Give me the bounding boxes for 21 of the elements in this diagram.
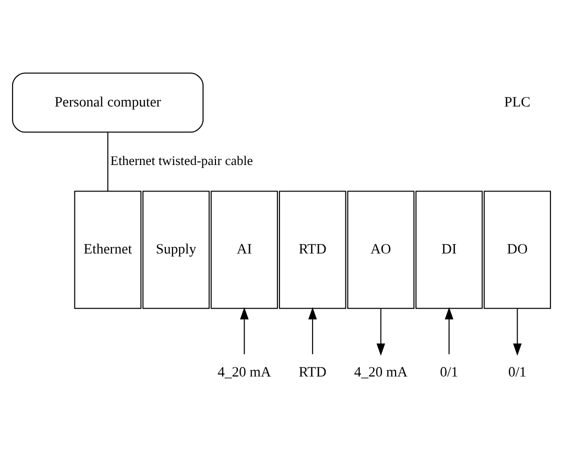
node-box: DO [484, 190, 551, 308]
node-box: AO [347, 190, 414, 308]
connector [107, 132, 108, 191]
node-box: DI [415, 190, 483, 308]
node-text: 4_20 mA [354, 364, 408, 380]
node-box: Supply [142, 190, 210, 308]
arrow [240, 306, 249, 354]
label: PLC [504, 94, 530, 110]
node-box: RTD [278, 190, 346, 308]
node-text: 0/1 [440, 364, 458, 380]
arrow [376, 308, 386, 356]
node-box: AI [210, 190, 278, 308]
edge-label: Ethernet twisted-pair cable [110, 152, 253, 168]
node-text: 0/1 [508, 364, 526, 380]
node-text: 4_20 mA [218, 364, 272, 380]
arrow [513, 308, 522, 356]
node-box: Personal computer [12, 72, 204, 132]
arrow [308, 306, 317, 354]
node-box: Ethernet [74, 190, 142, 308]
node-text: RTD [298, 364, 326, 380]
arrow [444, 306, 454, 354]
